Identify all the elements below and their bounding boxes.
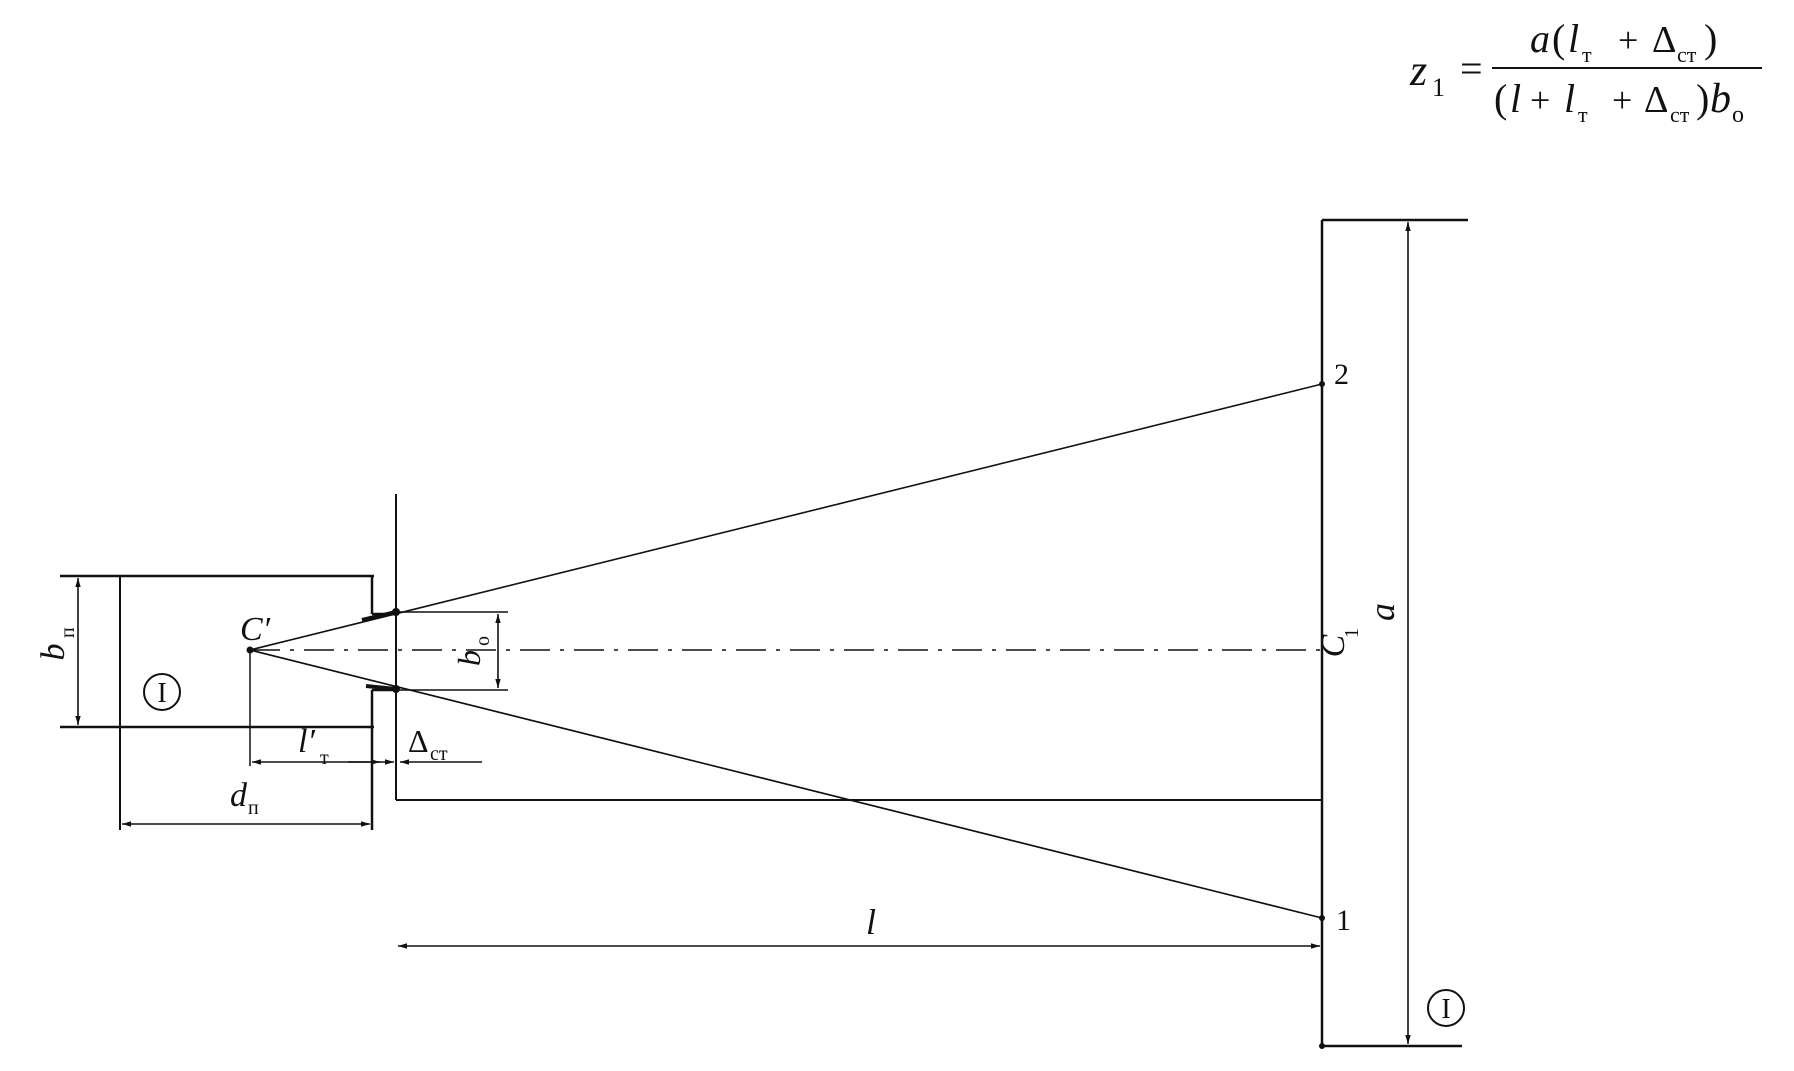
- label-point-1: 1: [1336, 904, 1351, 937]
- label-b-p: b: [35, 644, 72, 661]
- den-delta-sub: ст: [1670, 102, 1690, 127]
- circle-right-label: I: [1441, 994, 1450, 1025]
- den-delta: Δ: [1644, 79, 1668, 121]
- circle-left-ring: [143, 673, 181, 711]
- formula-lhs-sub: 1: [1432, 73, 1445, 102]
- den-l: l: [1510, 76, 1521, 121]
- label-l-prime-t: l′: [298, 723, 315, 760]
- formula-equals: =: [1460, 46, 1483, 91]
- num-open: (: [1552, 16, 1565, 61]
- label-b-p-sub: п: [57, 627, 79, 638]
- screen-corner-point: [1319, 1043, 1325, 1049]
- label-c-prime: C′: [240, 611, 271, 648]
- aperture-lower-shutter: [365, 684, 397, 691]
- dimension-a: a: [1362, 222, 1411, 1044]
- num-l-sub: т: [1582, 42, 1592, 67]
- num-delta-sub: ст: [1677, 42, 1697, 67]
- point-1: [1319, 915, 1325, 921]
- label-d-p: d: [230, 777, 248, 814]
- screen: 2 1 C 1: [1315, 218, 1468, 1049]
- den-plus2: +: [1612, 80, 1632, 120]
- formula: z 1 = a ( l т + Δ ст ) ( l + l т + Δ ст …: [1409, 16, 1762, 128]
- label-b-o: b: [451, 650, 487, 666]
- num-l: l: [1568, 16, 1579, 61]
- circle-right-ring: [1427, 989, 1465, 1027]
- num-a: a: [1530, 16, 1550, 61]
- den-lt-sub: т: [1578, 102, 1588, 127]
- formula-lhs-var: z: [1409, 46, 1427, 95]
- dimension-b-o: b о: [398, 611, 508, 691]
- den-plus1: +: [1530, 80, 1550, 120]
- den-open: (: [1494, 76, 1507, 121]
- label-d-p-sub: п: [248, 797, 259, 819]
- label-l-prime-t-sub: т: [320, 747, 329, 769]
- den-b: b: [1710, 76, 1731, 122]
- label-b-o-sub: о: [472, 636, 494, 646]
- label-delta-st: Δ: [408, 723, 429, 759]
- den-lt: l: [1564, 76, 1575, 121]
- ray-to-point-2: [249, 383, 1323, 651]
- aperture-upper-shutter: [361, 610, 397, 622]
- label-l: l: [866, 902, 876, 942]
- dimension-b-p: b п: [35, 578, 81, 725]
- num-close: ): [1704, 16, 1717, 61]
- den-close: ): [1696, 76, 1709, 121]
- circle-left-label: I: [157, 678, 166, 709]
- num-delta: Δ: [1652, 19, 1676, 61]
- label-c1-sub: 1: [1341, 628, 1363, 638]
- projector-body: [60, 574, 398, 830]
- label-a: a: [1362, 603, 1402, 621]
- label-delta-st-sub: ст: [430, 743, 448, 765]
- label-point-2: 2: [1334, 358, 1349, 391]
- circle-marker-left: I: [143, 673, 181, 711]
- dimension-d-p: d п: [122, 777, 370, 827]
- circle-marker-right: I: [1427, 989, 1465, 1027]
- dimension-delta-st: Δ ст: [348, 723, 482, 765]
- dimension-l: l: [398, 902, 1320, 949]
- num-plus: +: [1618, 20, 1638, 60]
- label-c1: C: [1315, 634, 1352, 657]
- point-2: [1319, 381, 1325, 387]
- ray-to-point-1: [249, 649, 1323, 919]
- den-b-sub: о: [1732, 102, 1744, 128]
